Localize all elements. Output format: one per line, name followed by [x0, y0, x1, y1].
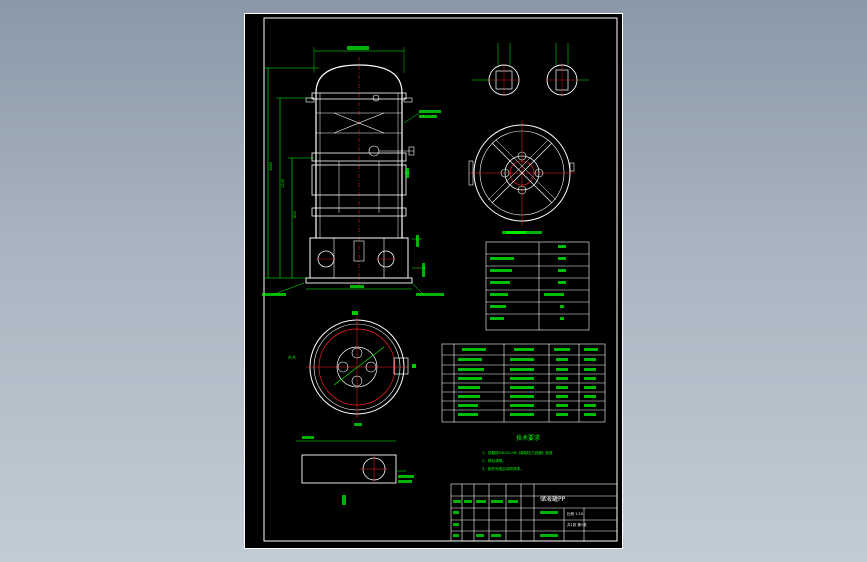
plan-view-distributor: [468, 120, 575, 234]
inner-border: [263, 17, 618, 542]
title-block-fields: [453, 500, 558, 537]
section-a-a-view: [306, 311, 416, 426]
tech-req-item-3: 3、制作完成后涂防锈漆。: [482, 466, 524, 471]
tech-req-item-1: 1、容器按GB150-98《钢制压力容器》制造: [482, 450, 553, 455]
outer-border: [244, 13, 623, 549]
drawing-title: 储液罐PP: [540, 495, 566, 503]
tech-req-title: 技术要求: [516, 434, 540, 442]
technical-requirements: 技术要求 1、容器按GB150-98《钢制压力容器》制造 2、焊后清根。 3、制…: [482, 434, 553, 471]
detail-views: [472, 43, 589, 97]
title-block: [450, 483, 618, 542]
tech-req-item-2: 2、焊后清根。: [482, 458, 506, 463]
nozzle-table: [441, 343, 606, 423]
elevation-view: 1680 1200 600: [262, 46, 444, 296]
view-a-label: A-A: [288, 355, 297, 361]
svg-text:1200: 1200: [281, 179, 285, 188]
sheet-count-text: 共1张 第1张: [567, 522, 587, 527]
svg-text:1680: 1680: [269, 162, 273, 171]
design-data-table: [485, 241, 590, 331]
nozzle-table-text: [458, 348, 598, 416]
base-section-view: [296, 436, 414, 505]
svg-text:600: 600: [293, 211, 297, 218]
design-data-text: [490, 231, 566, 320]
cad-drawing-sheet: 1680 1200 600: [244, 13, 623, 549]
scale-text: 比例 1:10: [567, 511, 583, 516]
cad-drawing: 1680 1200 600: [244, 13, 623, 549]
